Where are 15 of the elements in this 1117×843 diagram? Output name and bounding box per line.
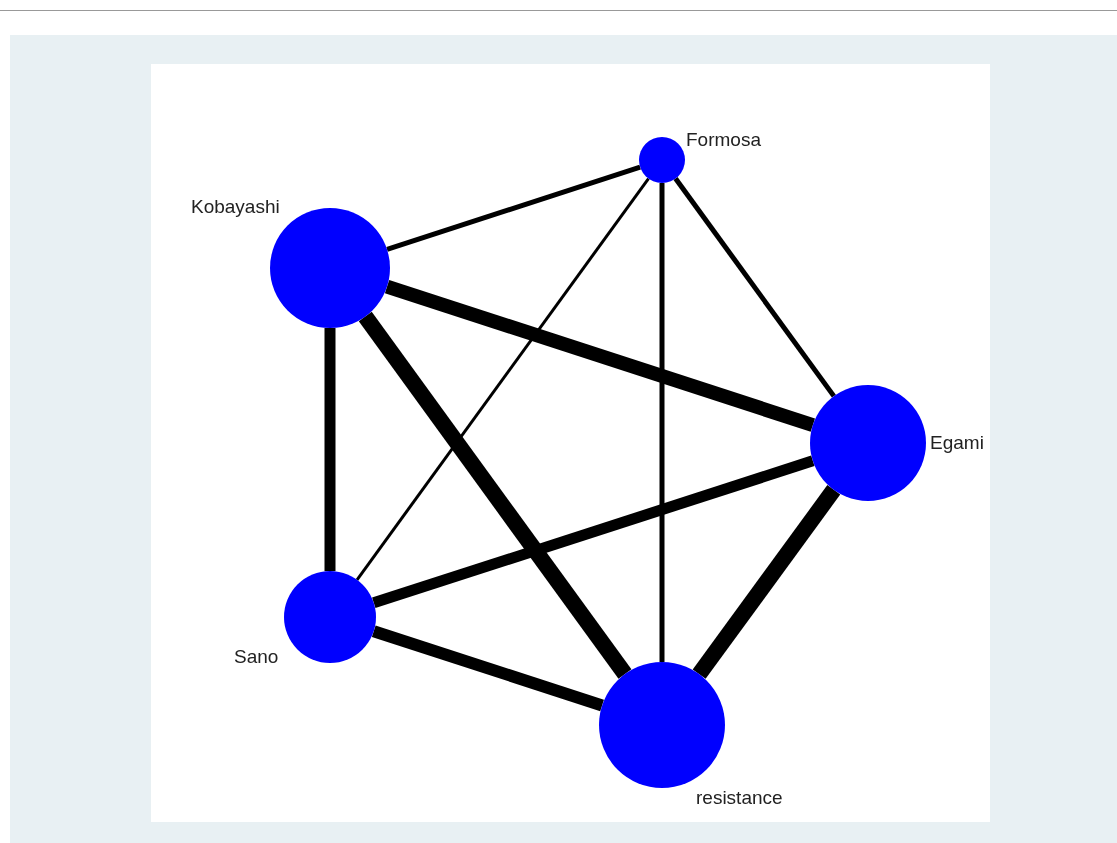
connector-line (673, 177, 836, 398)
connector-line (355, 177, 650, 581)
node-label: Kobayashi (191, 195, 280, 219)
connector-line (692, 485, 841, 679)
connector-line (372, 455, 815, 609)
connector-line (386, 164, 641, 252)
connector-line (659, 183, 665, 662)
node-label: Formosa (686, 128, 761, 152)
connector-line (371, 625, 604, 712)
connector-line (358, 311, 632, 679)
node-label: resistance (696, 786, 783, 810)
connector-line (384, 279, 815, 432)
connector-line (324, 328, 336, 571)
node-label: Sano (234, 645, 279, 669)
node-label: Egami (930, 431, 984, 455)
